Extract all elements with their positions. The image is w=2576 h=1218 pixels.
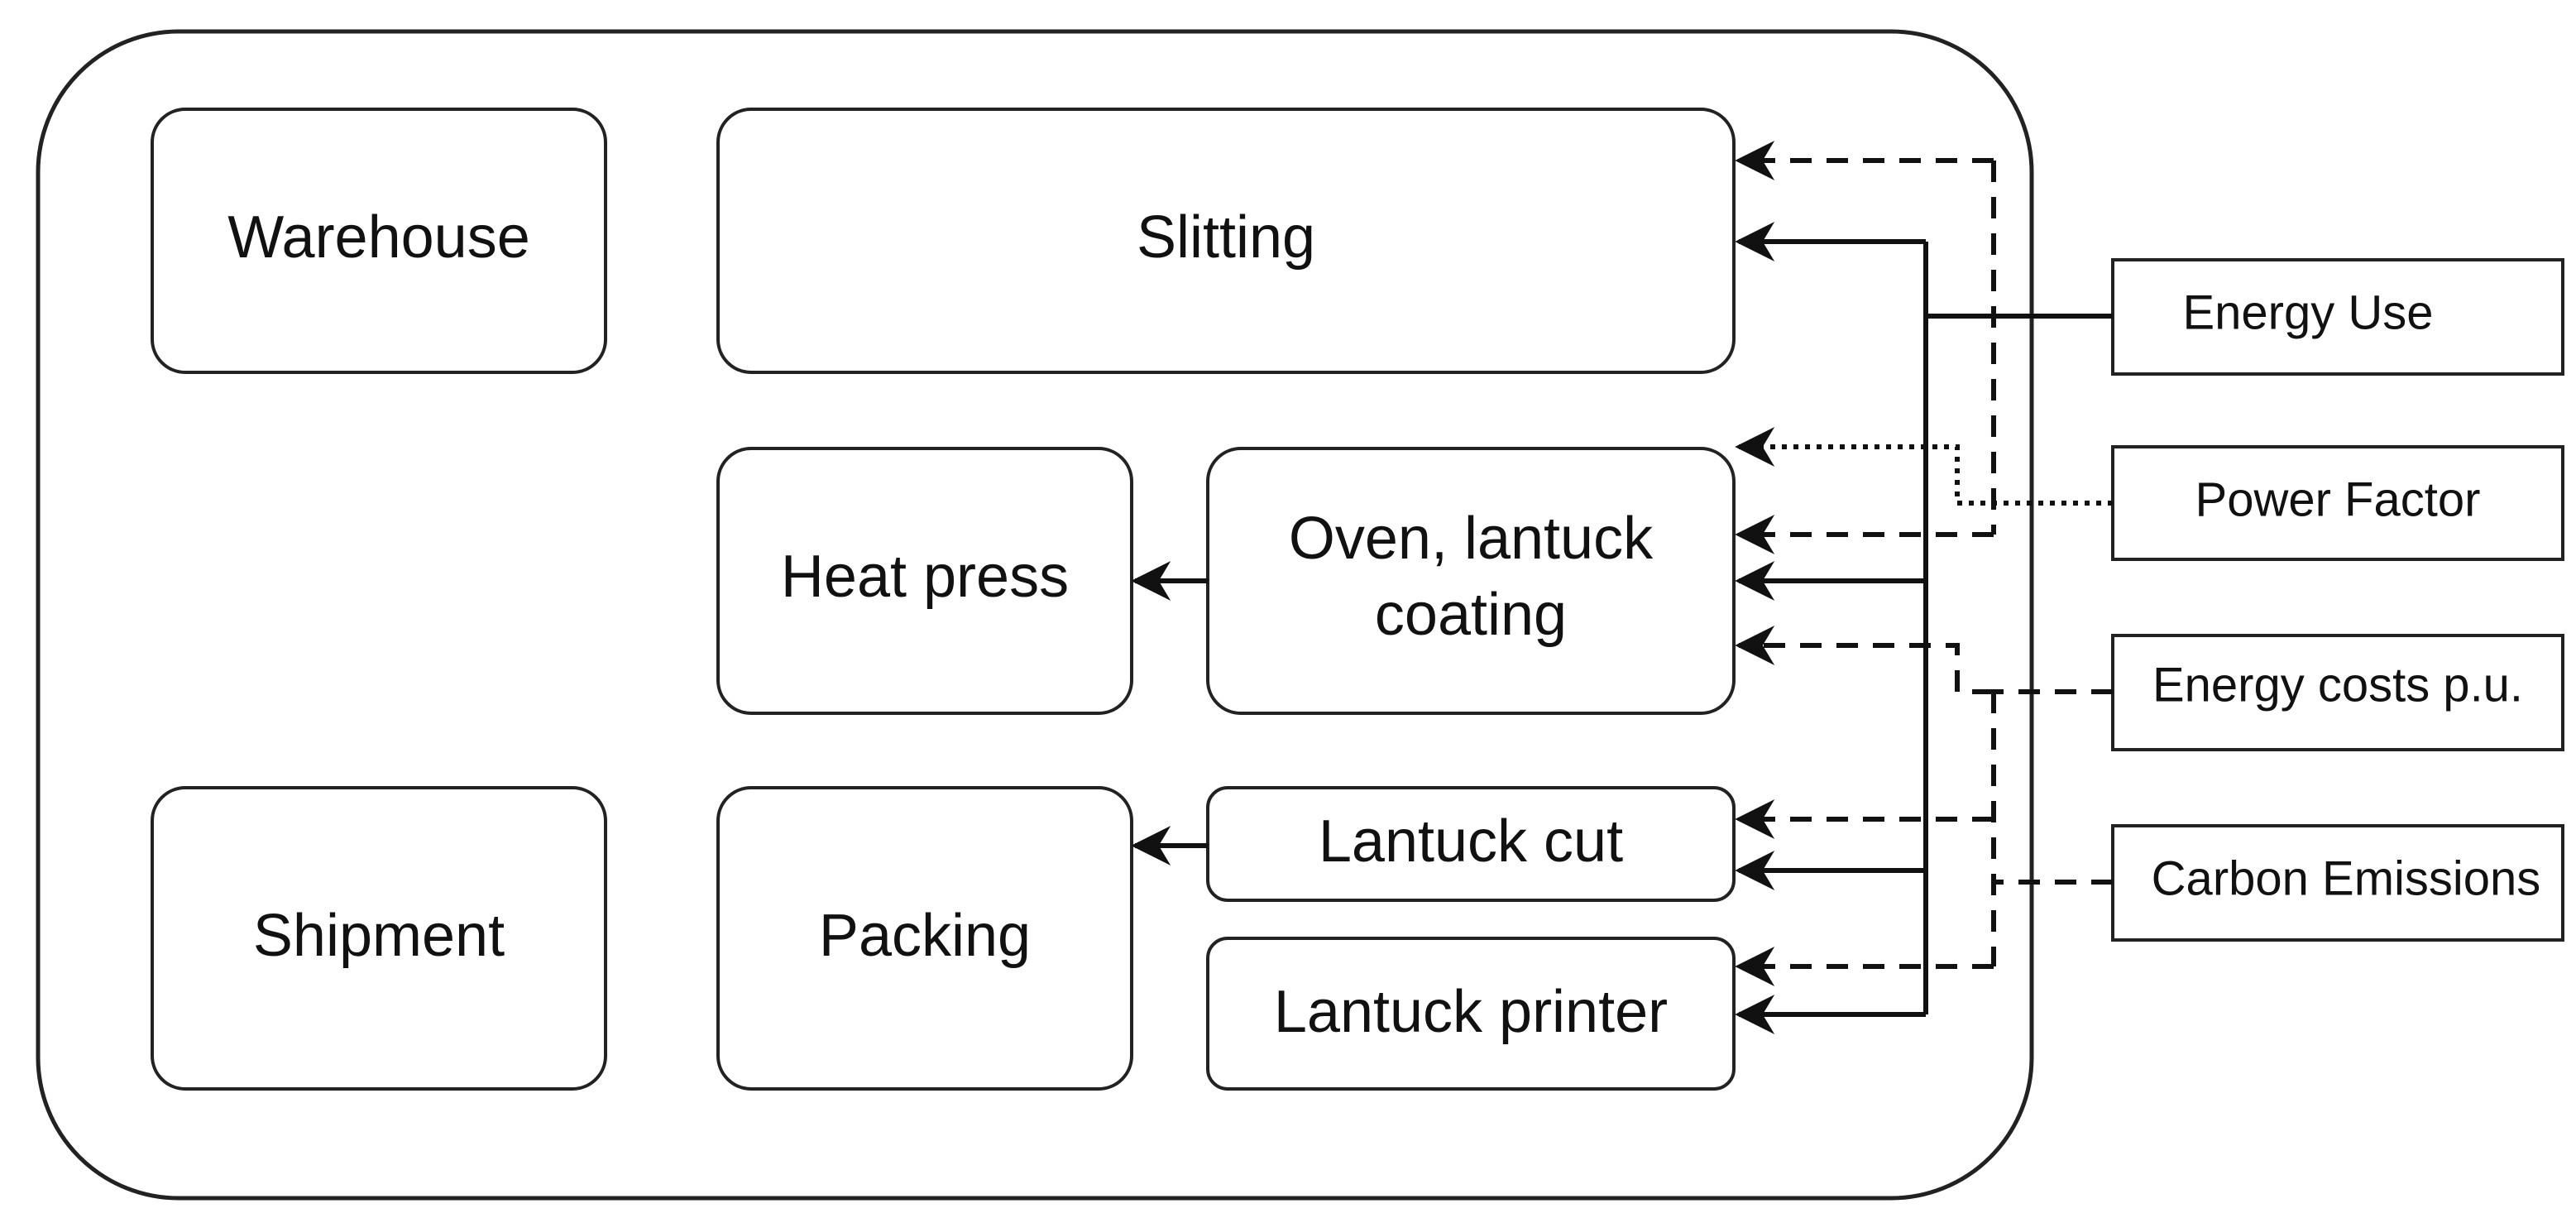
carbon-emissions-links bbox=[1735, 692, 2113, 986]
energy-use-label: Energy Use bbox=[2182, 285, 2433, 339]
packing-box[interactable] bbox=[716, 786, 1133, 1091]
internal-flow-arrows bbox=[1131, 561, 1208, 866]
oven-label-line2: coating bbox=[1375, 582, 1567, 648]
power-factor-box[interactable] bbox=[2111, 445, 2564, 561]
process-nodes: Warehouse Slitting Heat press Oven, lant… bbox=[151, 108, 1736, 1091]
lantuck-cut-label: Lantuck cut bbox=[1319, 808, 1623, 875]
warehouse-label: Warehouse bbox=[227, 204, 530, 271]
carbon-emissions-label: Carbon Emissions bbox=[2152, 851, 2541, 905]
packing-label: Packing bbox=[819, 903, 1031, 969]
energy-costs-box[interactable] bbox=[2111, 634, 2564, 751]
oven-label-line1: Oven, lantuck bbox=[1289, 506, 1654, 572]
energy-use-box[interactable] bbox=[2111, 258, 2564, 376]
oven-lantuck-coating-box[interactable] bbox=[1206, 447, 1736, 715]
heat-press-label: Heat press bbox=[781, 544, 1069, 610]
warehouse-box[interactable] bbox=[151, 108, 607, 374]
shipment-box[interactable] bbox=[151, 786, 607, 1091]
factory-boundary bbox=[36, 29, 2034, 1201]
energy-costs-links bbox=[1735, 141, 2113, 694]
energy-use-links bbox=[1735, 222, 2113, 1034]
slitting-box[interactable] bbox=[716, 108, 1736, 374]
shipment-label: Shipment bbox=[253, 903, 505, 969]
lantuck-printer-label: Lantuck printer bbox=[1274, 979, 1668, 1045]
metric-boxes: Energy Use Power Factor Energy costs p.u… bbox=[2111, 258, 2564, 942]
carbon-emissions-box[interactable] bbox=[2111, 824, 2564, 942]
energy-costs-label: Energy costs p.u. bbox=[2152, 658, 2523, 712]
lantuck-printer-box[interactable] bbox=[1206, 937, 1736, 1091]
slitting-label: Slitting bbox=[1137, 204, 1315, 271]
energy-costs-branch-to-oven-lower bbox=[1735, 626, 1994, 694]
power-factor-label: Power Factor bbox=[2195, 472, 2481, 526]
